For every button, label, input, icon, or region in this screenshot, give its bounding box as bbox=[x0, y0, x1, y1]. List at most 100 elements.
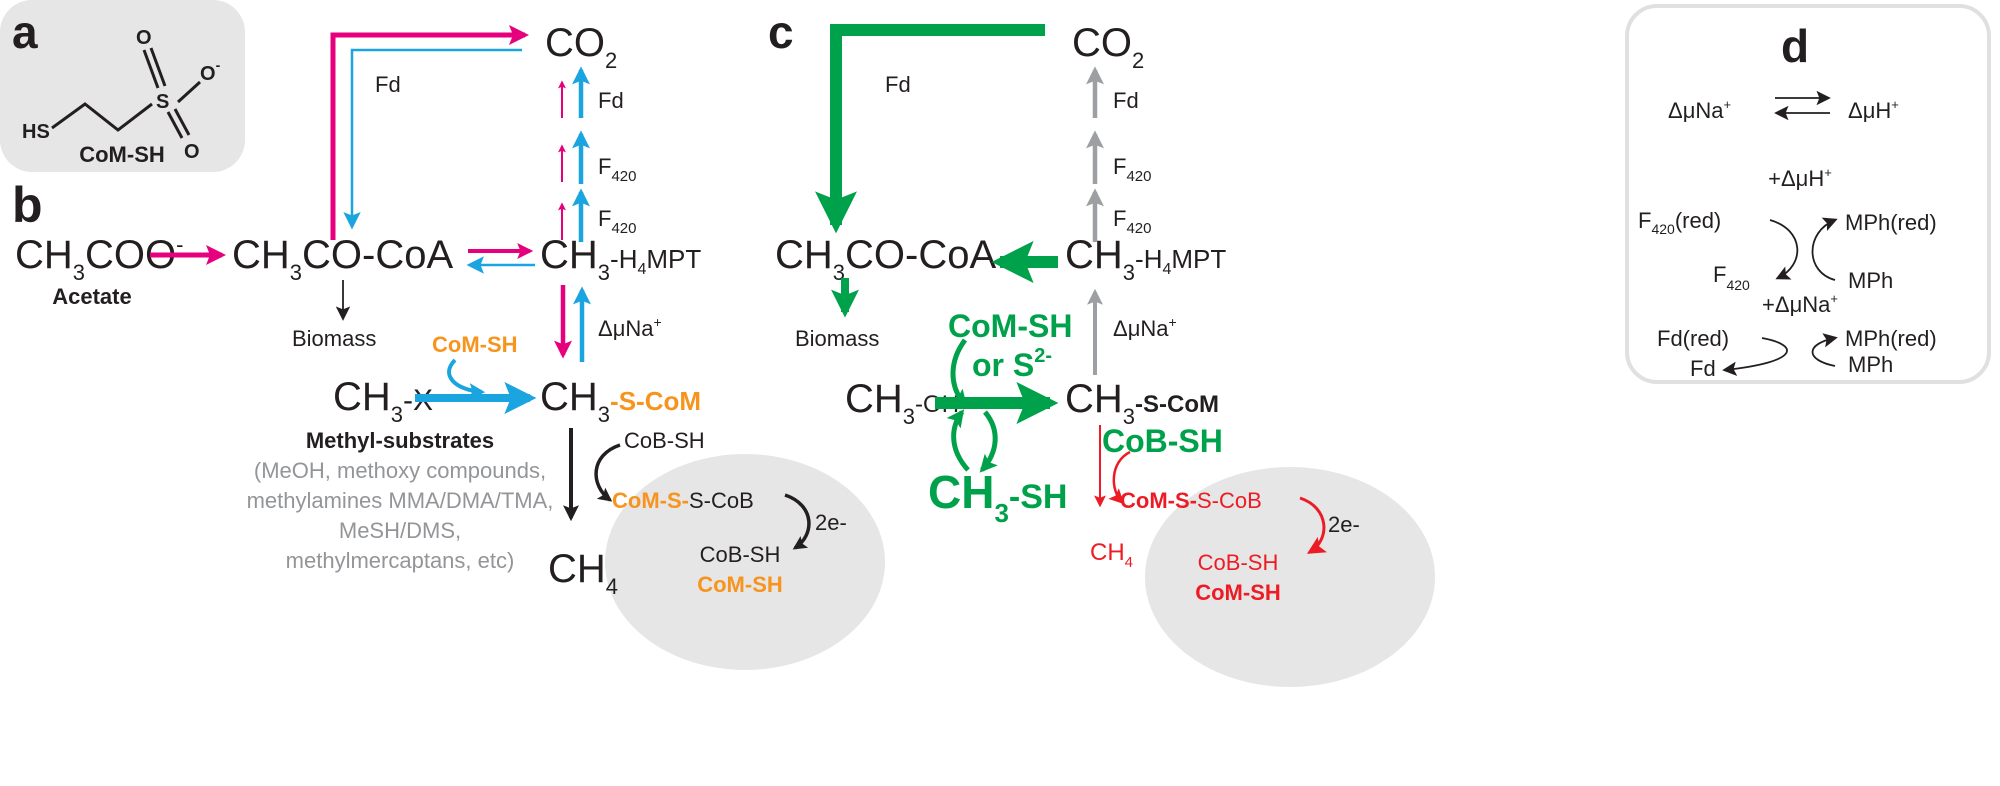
panel-d-label: d bbox=[1781, 20, 1809, 72]
methanophenazine-reduced: MPh(red) bbox=[1845, 210, 1937, 235]
hs-atom: HS bbox=[22, 121, 50, 143]
mph-reduction-arrow bbox=[1811, 333, 1838, 367]
methanol-formula: CH3-OH bbox=[845, 377, 959, 429]
cob-sh-label: CoB-SH bbox=[1102, 423, 1223, 459]
methyl-substrates-label: Methyl-substrates bbox=[306, 428, 494, 453]
heterodisulfide-label: CoM-S-S-CoB bbox=[612, 488, 754, 513]
oxygen-atom-bottom: O bbox=[184, 141, 200, 163]
sulfur-atom: S bbox=[156, 91, 169, 113]
panel-b: b CH3COO- Acetate CH3CO-CoA Fd CO2 Fd F4… bbox=[12, 21, 885, 670]
carrier-label: F420 bbox=[598, 206, 636, 237]
com-sh-name: CoM-SH bbox=[79, 142, 165, 167]
oxygen-atom-top: O bbox=[136, 27, 152, 49]
acetyl-coa-formula: CH3CO-CoA bbox=[775, 233, 996, 285]
acetate-formula: CH3COO- bbox=[15, 232, 183, 285]
proton-driver: +ΔμH+ bbox=[1768, 165, 1832, 191]
substrate-example-line: methylmercaptans, etc) bbox=[286, 548, 515, 573]
acetate-name: Acetate bbox=[52, 284, 131, 309]
methanethiol-formula: CH3-SH bbox=[928, 466, 1067, 528]
reduction-steps-c: Fd F420 F420 bbox=[1086, 66, 1151, 242]
methanethiol-output-arrow bbox=[979, 410, 998, 473]
oxidation-steps-b: Fd F420 F420 bbox=[558, 66, 636, 242]
fd-label: Fd bbox=[885, 72, 911, 97]
f420-reduced: F420(red) bbox=[1638, 208, 1721, 237]
cob-sh-product: CoB-SH bbox=[1198, 550, 1279, 575]
electrons-label: 2e- bbox=[815, 510, 847, 535]
panel-c: c CO2 Fd Fd F420 F420 CH3CO-CoA CH3-H4MP… bbox=[768, 6, 1435, 687]
methanethiol-input-arrow bbox=[946, 409, 970, 472]
carrier-label: F420 bbox=[1113, 206, 1151, 237]
substrate-example-line: methylamines MMA/DMA/TMA, bbox=[247, 488, 554, 513]
methane-formula: CH4 bbox=[548, 547, 618, 599]
panel-b-label: b bbox=[12, 177, 43, 233]
methane-formula: CH4 bbox=[1090, 539, 1133, 571]
reduction-arrow bbox=[784, 493, 811, 550]
panel-a: a HS S O O- O CoM-SH bbox=[0, 0, 245, 172]
panel-d: d ΔμNa+ ΔμH+ +ΔμH+ F420(red) F420 MPh(re… bbox=[1625, 4, 1991, 384]
substrate-example-line: MeSH/DMS, bbox=[339, 518, 461, 543]
panel-a-background bbox=[0, 0, 245, 172]
com-sh-cofactor-label: CoM-SH bbox=[432, 332, 518, 357]
substrate-examples: (MeOH, methoxy compounds, methylamines M… bbox=[247, 458, 554, 573]
fd-oxidized: Fd bbox=[1690, 356, 1716, 381]
sulfide-label: or S2- bbox=[972, 345, 1052, 383]
sodium-gradient-label: ΔμNa+ bbox=[598, 314, 662, 341]
com-sh-product: CoM-SH bbox=[697, 572, 783, 597]
co2-to-acetyl-coa-arrow bbox=[815, 24, 1045, 234]
com-sh-input-arrow bbox=[949, 338, 968, 408]
electrons-label: 2e- bbox=[1328, 512, 1360, 537]
sodium-gradient: ΔμNa+ bbox=[1668, 97, 1731, 123]
oxygen-anion: O- bbox=[200, 57, 221, 85]
reduction-arrow bbox=[1299, 496, 1327, 554]
heterodisulfide-label: CoM-S-S-CoB bbox=[1120, 488, 1262, 513]
f420-oxidized: F420 bbox=[1713, 262, 1750, 293]
f420-oxidation-arrow bbox=[1769, 219, 1799, 280]
sodium-driver: +ΔμNa+ bbox=[1762, 291, 1838, 317]
cob-sh-product: CoB-SH bbox=[700, 542, 781, 567]
s-o-double-bond bbox=[173, 108, 191, 136]
com-sh-product: CoM-SH bbox=[1195, 580, 1281, 605]
sodium-gradient-label: ΔμNa+ bbox=[1113, 314, 1177, 341]
methanophenazine-reduced: MPh(red) bbox=[1845, 326, 1937, 351]
methanophenazine: MPh bbox=[1848, 352, 1893, 377]
fd-reduced: Fd(red) bbox=[1657, 326, 1729, 351]
carrier-label: Fd bbox=[1113, 88, 1139, 113]
com-sh-cofactor-label: CoM-SH bbox=[948, 308, 1072, 344]
methyl-h4mpt-formula: CH3-H4MPT bbox=[540, 233, 701, 285]
fd-label: Fd bbox=[375, 72, 401, 97]
carrier-label: F420 bbox=[598, 154, 636, 185]
cob-sh-input-arrow bbox=[1108, 450, 1131, 505]
co2-formula: CO2 bbox=[1072, 21, 1144, 73]
methyl-s-com-formula: CH3-S-CoM bbox=[540, 375, 701, 427]
s-o-single-bond bbox=[176, 80, 202, 104]
co2-to-acetyl-coa-arrow bbox=[343, 48, 522, 230]
cob-sh-label: CoB-SH bbox=[624, 428, 705, 453]
biomass-label: Biomass bbox=[292, 326, 376, 351]
carbon-chain-bond bbox=[51, 102, 153, 132]
carrier-label: F420 bbox=[1113, 154, 1151, 185]
methyl-h4mpt-formula: CH3-H4MPT bbox=[1065, 233, 1226, 285]
s-o-double-bond bbox=[149, 47, 167, 87]
methanophenazine: MPh bbox=[1848, 268, 1893, 293]
s-o-double-bond bbox=[142, 49, 160, 89]
s-o-double-bond bbox=[166, 111, 184, 139]
acetyl-coa-to-co2-arrow bbox=[330, 25, 529, 240]
recycling-ellipse bbox=[605, 454, 885, 670]
panel-c-label: c bbox=[768, 6, 794, 58]
proton-gradient: ΔμH+ bbox=[1848, 97, 1899, 123]
com-sh-structure bbox=[51, 47, 202, 139]
fd-oxidation-arrow bbox=[1722, 337, 1788, 376]
com-sh-input-arrow bbox=[447, 358, 486, 400]
mph-reduction-arrow bbox=[1811, 217, 1838, 281]
methyl-s-com-formula: CH3-S-CoM bbox=[1065, 377, 1219, 429]
biomass-label: Biomass bbox=[795, 326, 879, 351]
substrate-example-line: (MeOH, methoxy compounds, bbox=[254, 458, 546, 483]
co2-formula: CO2 bbox=[545, 21, 617, 73]
panel-d-frame bbox=[1625, 4, 1991, 384]
recycling-ellipse bbox=[1145, 467, 1435, 687]
cob-sh-input-arrow bbox=[594, 443, 621, 502]
carrier-label: Fd bbox=[598, 88, 624, 113]
acetyl-coa-formula: CH3CO-CoA bbox=[232, 233, 453, 285]
panel-a-label: a bbox=[12, 6, 38, 58]
